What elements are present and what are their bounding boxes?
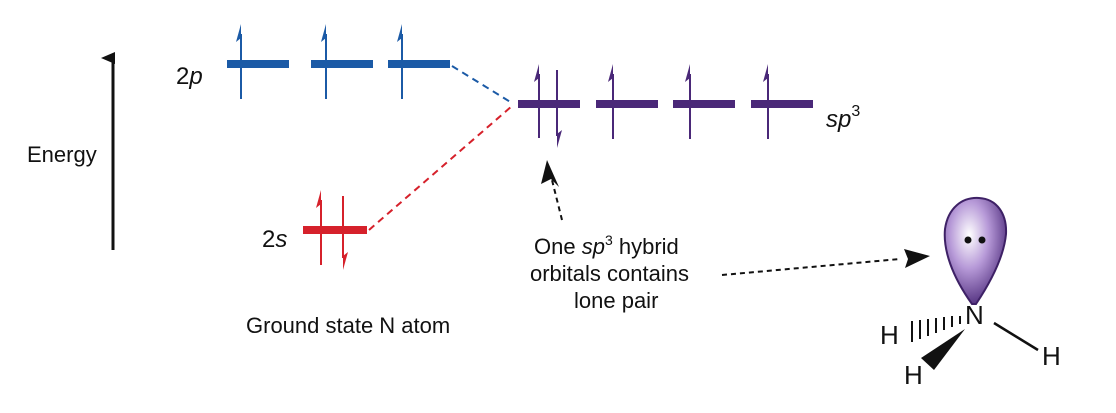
sp3-level-label: sp3: [826, 103, 860, 133]
2s-level-number: 2: [262, 226, 275, 253]
hybrid-note-sp: sp: [582, 234, 605, 259]
2p-orbital-2: [311, 24, 373, 99]
lone-pair-electron-1: [964, 236, 972, 244]
2s-orbital: [303, 190, 367, 270]
hashed-wedge-bond: [911, 316, 961, 342]
2p-level-label: 2p: [176, 63, 203, 90]
hybrid-note-superscript: 3: [605, 232, 613, 248]
sp3-superscript: 3: [851, 103, 860, 120]
nitrogen-atom: N: [965, 300, 984, 330]
single-bond-right: [993, 321, 1039, 352]
ground-state-caption: Ground state N atom: [246, 313, 450, 338]
note-to-orbital-dashed-arrow: [551, 179, 563, 221]
hydrogen-atom-bottom: H: [904, 360, 923, 390]
note-to-lobe-dashed-arrow: [721, 258, 901, 276]
hybrid-note-line-1: One sp3 hybrid: [534, 232, 679, 259]
hybrid-note-line-2: orbitals contains: [530, 261, 689, 286]
note-to-lobe-arrowhead: [904, 249, 930, 268]
s-to-sp3-connector: [368, 105, 513, 231]
hybrid-note-line-3: lone pair: [574, 288, 658, 313]
2p-orbitals: [227, 24, 450, 99]
lone-pair-electron-2: [978, 236, 986, 244]
sp3-orbitals: [518, 64, 813, 148]
hybrid-note-one: One: [534, 234, 582, 259]
sp3-orbital-3: [673, 64, 735, 139]
hydrogen-atom-left: H: [880, 320, 899, 350]
2p-orbital-1: [227, 24, 289, 99]
2s-level-label: 2s: [262, 226, 287, 253]
2s-level-letter: s: [275, 226, 287, 253]
solid-wedge-bond: [921, 329, 965, 370]
hydrogen-atom-right: H: [1042, 341, 1061, 371]
hybrid-note-hybrid: hybrid: [613, 234, 679, 259]
ammonia-molecule: N H H H: [880, 196, 1061, 390]
note-to-orbital-arrowhead: [541, 160, 559, 187]
2p-level-letter: p: [188, 63, 202, 90]
2p-level-number: 2: [176, 63, 189, 90]
p-to-sp3-connector: [451, 65, 513, 104]
lone-pair-lobe: [943, 196, 1008, 305]
2p-orbital-3: [388, 24, 450, 99]
sp3-orbital-lone-pair: [518, 64, 580, 148]
sp3-letters: sp: [826, 106, 851, 133]
sp3-orbital-2: [596, 64, 658, 139]
energy-label: Energy: [27, 142, 97, 167]
sp3-orbital-4: [751, 64, 813, 139]
